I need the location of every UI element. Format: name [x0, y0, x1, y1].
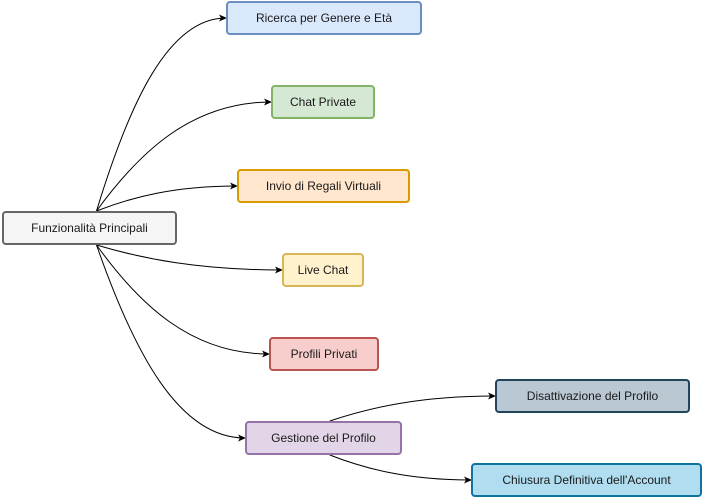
node-private-profiles[interactable]: Profili Privati	[269, 337, 379, 371]
connector-root-to-manage	[96, 244, 246, 442]
node-label: Chiusura Definitiva dell'Account	[502, 473, 671, 487]
node-label: Live Chat	[297, 263, 349, 277]
node-virtual-gifts[interactable]: Invio di Regali Virtuali	[237, 169, 410, 203]
node-label: Funzionalità Principali	[31, 221, 148, 235]
node-label: Ricerca per Genere e Età	[255, 11, 393, 25]
connector-root-to-chat	[96, 98, 272, 212]
node-live-chat[interactable]: Live Chat	[282, 253, 364, 287]
connector-root-to-search	[96, 14, 227, 212]
root-node-main-features[interactable]: Funzionalità Principali	[2, 211, 177, 245]
node-label: Chat Private	[289, 95, 357, 109]
node-label: Disattivazione del Profilo	[526, 389, 659, 403]
node-label: Invio di Regali Virtuali	[265, 179, 382, 193]
node-label: Profili Privati	[290, 347, 358, 361]
node-account-deletion[interactable]: Chiusura Definitiva dell'Account	[471, 463, 702, 497]
connector-manage-to-deact	[329, 392, 496, 422]
connector-root-to-live	[96, 244, 283, 274]
node-search-by-gender-age[interactable]: Ricerca per Genere e Età	[226, 1, 422, 35]
connector-root-to-gifts	[96, 182, 238, 212]
connector-root-to-private	[96, 244, 270, 358]
node-profile-deactivation[interactable]: Disattivazione del Profilo	[495, 379, 690, 413]
node-private-chat[interactable]: Chat Private	[271, 85, 375, 119]
connector-manage-to-delete	[329, 454, 472, 484]
node-profile-management[interactable]: Gestione del Profilo	[245, 421, 402, 455]
node-label: Gestione del Profilo	[271, 431, 376, 445]
